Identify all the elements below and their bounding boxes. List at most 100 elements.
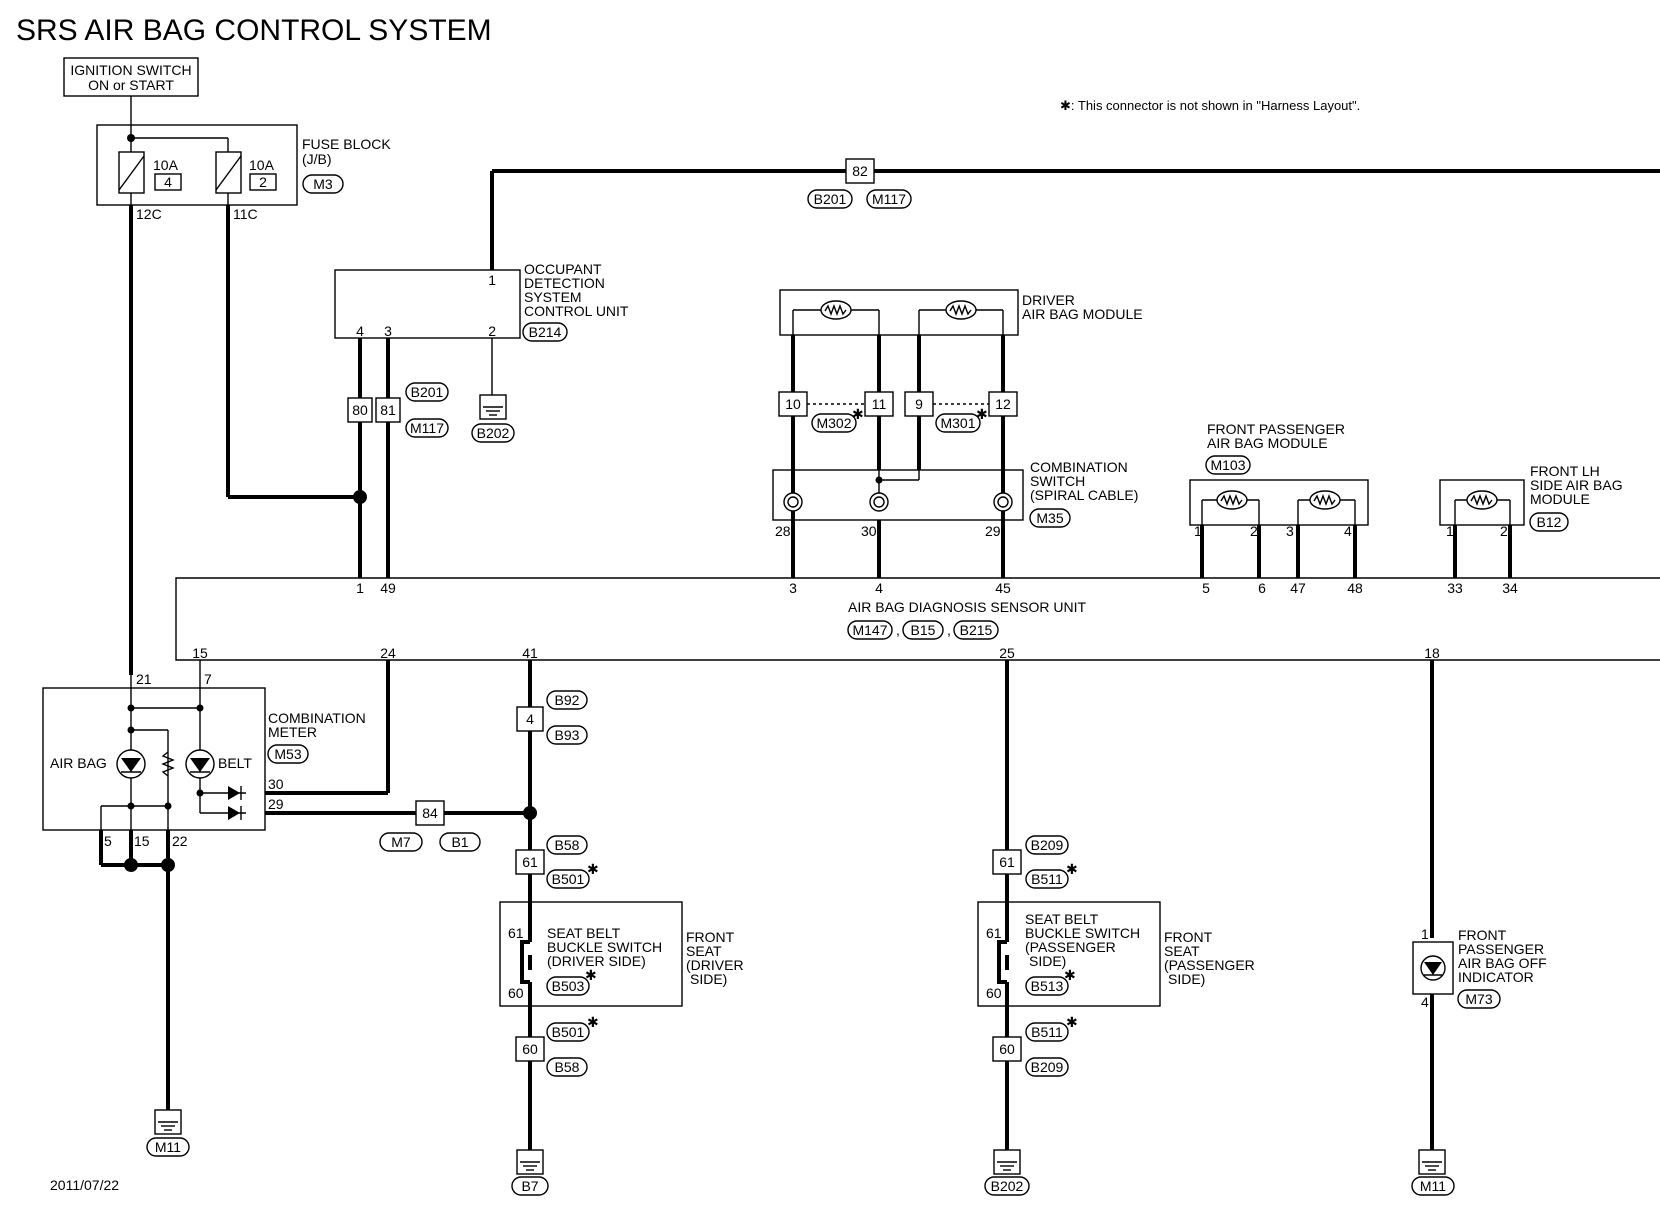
buckle-switch-icon (996, 940, 1018, 984)
svg-text:25: 25 (999, 645, 1015, 661)
svg-text:4: 4 (1421, 994, 1429, 1010)
svg-text:41: 41 (522, 645, 538, 661)
svg-text:(PASSENGER: (PASSENGER (1164, 957, 1255, 973)
svg-text:,: , (947, 622, 951, 638)
svg-text:61: 61 (999, 854, 1015, 870)
squib-icon (1216, 490, 1248, 510)
diode-icon (228, 786, 242, 800)
svg-text:SEAT: SEAT (1164, 943, 1200, 959)
svg-text:DRIVER: DRIVER (1022, 292, 1075, 308)
ground-icon (479, 394, 507, 420)
svg-text:2: 2 (1250, 523, 1258, 539)
svg-text:SEAT: SEAT (686, 943, 722, 959)
svg-text:B201: B201 (814, 191, 847, 207)
svg-text:B7: B7 (521, 1178, 538, 1194)
svg-text:60: 60 (508, 985, 524, 1001)
svg-text:2: 2 (1500, 523, 1508, 539)
resistor-icon (161, 751, 175, 777)
svg-text:FRONT: FRONT (686, 929, 735, 945)
ground-icon (993, 1149, 1021, 1175)
svg-text:15: 15 (192, 645, 208, 661)
svg-text:2: 2 (259, 174, 267, 190)
seat-belt-warning-lamp-icon (185, 749, 215, 779)
svg-text:FUSE BLOCK: FUSE BLOCK (302, 136, 391, 152)
svg-text:B511: B511 (1031, 871, 1063, 887)
svg-text:MODULE: MODULE (1530, 491, 1590, 507)
svg-text:BUCKLE SWITCH: BUCKLE SWITCH (1025, 925, 1140, 941)
svg-text:AIR BAG DIAGNOSIS SENSOR UNIT: AIR BAG DIAGNOSIS SENSOR UNIT (848, 599, 1086, 615)
diagram-date: 2011/07/22 (50, 1177, 119, 1193)
svg-text:B1: B1 (451, 834, 468, 850)
svg-text:M11: M11 (1420, 1178, 1446, 1194)
combination-switch-spiral-cable: 28 30 29 COMBINATION SWITCH (SPIRAL CABL… (772, 459, 1138, 539)
svg-text:5: 5 (104, 833, 112, 849)
svg-text:COMBINATION: COMBINATION (1030, 459, 1128, 475)
svg-text:80: 80 (352, 402, 368, 418)
svg-text:B209: B209 (1031, 1059, 1064, 1075)
svg-text:✱: ✱ (976, 406, 988, 422)
junction-dot (161, 858, 175, 872)
svg-text:10A: 10A (249, 157, 275, 173)
svg-text:B215: B215 (960, 622, 993, 638)
svg-text:1: 1 (1194, 523, 1202, 539)
squib-icon (1309, 490, 1341, 510)
svg-text:CONTROL UNIT: CONTROL UNIT (524, 303, 629, 319)
ground-icon (1418, 1149, 1446, 1175)
svg-text:(PASSENGER: (PASSENGER (1025, 939, 1116, 955)
svg-text:M35: M35 (1036, 510, 1063, 526)
svg-text:B501: B501 (552, 871, 585, 887)
svg-text:61: 61 (508, 925, 524, 941)
svg-text:33: 33 (1447, 580, 1463, 596)
svg-text:30: 30 (861, 523, 877, 539)
svg-text:84: 84 (422, 805, 438, 821)
svg-text:IGNITION SWITCH: IGNITION SWITCH (70, 62, 191, 78)
svg-text:49: 49 (380, 580, 396, 596)
front-lh-side-air-bag-module: 1 2 FRONT LH SIDE AIR BAG MODULE B12 (1439, 463, 1623, 539)
svg-text:1: 1 (1446, 523, 1454, 539)
svg-text:SIDE): SIDE) (1029, 953, 1066, 969)
svg-text:AIR BAG OFF: AIR BAG OFF (1458, 955, 1547, 971)
svg-text:1: 1 (1421, 926, 1429, 942)
svg-text:4: 4 (1344, 523, 1352, 539)
svg-text:✱: ✱ (852, 406, 864, 422)
svg-text:4: 4 (875, 580, 883, 596)
connector-82: 82 B201 M117 (807, 158, 912, 209)
combination-meter: 21 7 AIR BAG BELT (42, 671, 366, 1157)
svg-text:M301: M301 (940, 415, 975, 431)
svg-text:82: 82 (852, 163, 868, 179)
svg-text:B202: B202 (477, 425, 510, 441)
svg-text:15: 15 (134, 833, 150, 849)
svg-text:M117: M117 (410, 420, 444, 436)
svg-text:DETECTION: DETECTION (524, 275, 605, 291)
svg-text:48: 48 (1347, 580, 1363, 596)
svg-text:61: 61 (986, 925, 1002, 941)
passenger-seat-belt-buckle-switch: 61 B209 B511 ✱ 61 60 SEAT BELT BUCKLE SW… (977, 835, 1255, 1196)
svg-text:10: 10 (785, 396, 801, 412)
svg-text:18: 18 (1424, 645, 1440, 661)
svg-text:SIDE): SIDE) (690, 971, 727, 987)
connector-M3: M3 (313, 176, 333, 192)
svg-text:COMBINATION: COMBINATION (268, 710, 366, 726)
connector-note: ✱: This connector is not shown in "Harne… (1060, 98, 1360, 113)
svg-text:4: 4 (356, 323, 364, 339)
svg-text:60: 60 (986, 985, 1002, 1001)
svg-text:60: 60 (522, 1041, 538, 1057)
svg-text:7: 7 (204, 671, 212, 687)
indicator-lamp-icon (1420, 955, 1446, 981)
svg-text:29: 29 (985, 523, 1001, 539)
air-bag-warning-lamp-icon (116, 749, 146, 779)
svg-text:21: 21 (136, 671, 152, 687)
svg-text:B513: B513 (1031, 978, 1064, 994)
ground-icon (154, 1109, 182, 1135)
fuse-4-icon (118, 151, 145, 194)
svg-text:FRONT LH: FRONT LH (1530, 463, 1600, 479)
passenger-air-bag-off-indicator: 1 4 FRONT PASSENGER AIR BAG OFF INDICATO… (1411, 926, 1547, 1196)
svg-text:12: 12 (995, 396, 1011, 412)
svg-text:FRONT: FRONT (1458, 927, 1507, 943)
svg-text:SIDE): SIDE) (1168, 971, 1205, 987)
spiral-contact-icon (783, 492, 803, 512)
svg-text:✱: ✱ (1066, 861, 1078, 877)
occupant-detection-control-unit: 1 4 3 2 OCCUPANT DETECTION SYSTEM CONTRO… (334, 261, 629, 443)
svg-text:B201: B201 (411, 384, 444, 400)
